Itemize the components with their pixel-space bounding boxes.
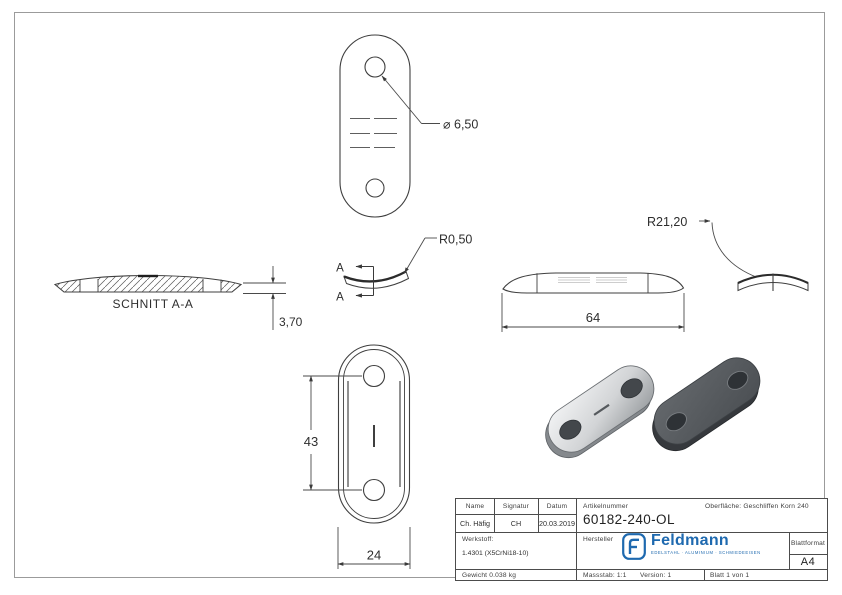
material-label: Werkstoff:	[462, 536, 494, 543]
sheet-frame	[14, 12, 825, 578]
feldmann-logo-mark	[622, 533, 646, 560]
name-value: Ch. Häfig	[460, 518, 490, 528]
length-label: 64	[586, 310, 600, 325]
date-value: 20.03.2019	[539, 518, 575, 528]
top-view	[339, 34, 411, 218]
surface-value: Geschliffen Korn 240	[743, 503, 809, 510]
logo-tagline: EDELSTAHL · ALUMINIUM · SCHMIEDEEISEN	[651, 549, 761, 555]
signature-label: Signatur	[502, 503, 530, 510]
feldmann-logo: Feldmann EDELSTAHL · ALUMINIUM · SCHMIED…	[622, 533, 761, 560]
hole-spacing-dimension	[303, 375, 362, 491]
section-marker-top: A	[336, 263, 344, 275]
article-number: 60182-240-OL	[583, 512, 675, 527]
corner-radius-leader	[404, 237, 437, 274]
thickness-label: 3,70	[279, 315, 303, 329]
width-dimension	[337, 527, 411, 569]
article-label: Artikelnummer	[583, 503, 629, 510]
curve-detail-view	[343, 270, 410, 289]
section-title: SCHNITT A-A	[112, 297, 193, 311]
hole-diameter-label: ⌀ 6,50	[443, 118, 478, 132]
end-view	[737, 273, 809, 292]
sheet-value: Blatt 1 von 1	[710, 571, 750, 579]
title-block: Name Signatur Datum Ch. Häfig CH 20.03.2…	[455, 498, 828, 581]
section-view	[53, 274, 243, 293]
front-view	[337, 344, 411, 524]
render-dark-plate	[652, 357, 761, 452]
name-label: Name	[465, 503, 485, 510]
section-cut-marks	[355, 264, 374, 298]
render-steel-plate	[545, 365, 655, 459]
date-label: Datum	[546, 503, 568, 510]
material-value: 1.4301 (X5CrNi18-10)	[462, 550, 529, 557]
logo-name: Feldmann	[651, 532, 729, 549]
thickness-dimension	[243, 266, 286, 330]
surface-label: Oberfläche:	[705, 503, 742, 510]
surface-row: Oberfläche: Geschliffen Korn 240	[705, 503, 809, 510]
bend-radius-label: R21,20	[647, 215, 687, 229]
hole-diameter-leader	[381, 75, 440, 124]
side-view	[502, 272, 685, 294]
bend-radius-leader	[699, 219, 758, 278]
section-marker-bottom: A	[336, 292, 344, 304]
width-label: 24	[367, 548, 381, 563]
length-dimension	[501, 293, 685, 332]
weight-value: Gewicht 0.038 kg	[462, 571, 517, 579]
version-value: Version: 1	[640, 571, 672, 579]
format-label: Blattformat	[790, 539, 826, 547]
signature-value: CH	[510, 518, 522, 528]
corner-radius-label: R0,50	[439, 233, 472, 247]
manufacturer-label: Hersteller	[583, 536, 614, 543]
hole-spacing-label: 43	[304, 434, 318, 449]
format-value: A4	[800, 555, 816, 568]
scale-value: Massstab: 1:1	[583, 571, 627, 579]
